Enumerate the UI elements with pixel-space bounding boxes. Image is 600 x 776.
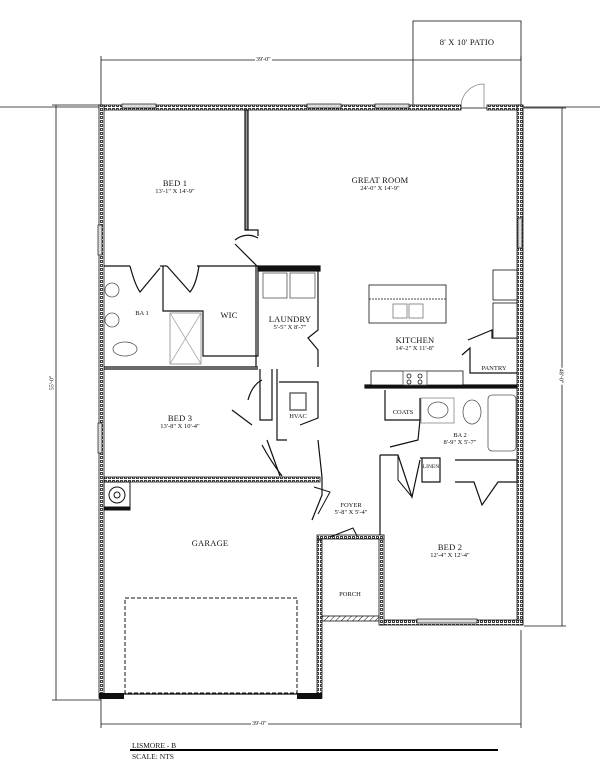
room-garage-name: GARAGE (191, 538, 229, 548)
room-garage: GARAGE (185, 538, 235, 548)
room-patio-name: 8' X 10' PATIO (439, 37, 495, 47)
dim-bottom-width: 39'-0" (251, 721, 268, 727)
room-bed3-dim: 13'-8" X 10'-4" (160, 423, 200, 431)
bath1-fixtures (104, 282, 202, 365)
title-block: LISMORE - B SCALE: NTS (132, 741, 176, 761)
room-patio: 8' X 10' PATIO (413, 37, 521, 47)
room-ba1: BA 1 (130, 310, 154, 317)
laundry-appliances (262, 272, 316, 299)
room-kitchen-dim: 14'-2" X 11'-8" (395, 345, 435, 353)
room-pantry: PANTRY (474, 365, 514, 372)
room-great-room-name: GREAT ROOM (351, 175, 409, 185)
room-bed3: BED 3 13'-8" X 10'-4" (145, 413, 215, 431)
patio-outline (412, 20, 522, 109)
plan-scale: SCALE: NTS (132, 752, 174, 761)
room-foyer: FOYER 5'-8" X 5'-4" (328, 502, 374, 516)
room-laundry: LAUNDRY 5'-5" X 8'-7" (261, 314, 319, 332)
room-bed2: BED 2 12'-4" X 12'-4" (415, 542, 485, 560)
kitchen-counters (370, 269, 518, 386)
room-kitchen: KITCHEN 14'-2" X 11'-8" (385, 335, 445, 353)
dim-left-depth: 55'-0" (49, 374, 56, 392)
room-linen-name: LINEN (422, 464, 440, 470)
dimension-lines (0, 56, 600, 728)
room-coats-name: COATS (392, 409, 414, 416)
room-bed2-dim: 12'-4" X 12'-4" (430, 552, 470, 560)
room-coats: COATS (388, 409, 418, 416)
room-laundry-dim: 5'-5" X 8'-7" (273, 324, 307, 332)
water-heater (103, 481, 131, 511)
room-porch: PORCH (330, 591, 370, 598)
room-ba2-dim: 8'-9" X 5'-7" (443, 439, 477, 447)
room-bed1: BED 1 13'-1" X 14'-9" (135, 178, 215, 196)
kitchen-island (368, 284, 447, 324)
room-bed3-name: BED 3 (167, 413, 193, 423)
room-great-room: GREAT ROOM 24'-0" X 14'-9" (330, 175, 430, 193)
room-hvac-name: HVAC (289, 413, 307, 420)
room-ba2-name: BA 2 (453, 432, 467, 439)
room-great-room-dim: 24'-0" X 14'-9" (360, 185, 400, 193)
bed2-door-swing (397, 455, 413, 498)
hvac-unit (289, 392, 307, 411)
room-pantry-name: PANTRY (481, 365, 507, 372)
windows (97, 103, 523, 624)
dim-right-depth: 48'-0" (557, 367, 564, 385)
room-laundry-name: LAUNDRY (268, 314, 312, 324)
room-ba1-name: BA 1 (135, 310, 149, 317)
room-bed1-name: BED 1 (162, 178, 188, 188)
room-ba2: BA 2 8'-9" X 5'-7" (435, 432, 485, 446)
room-wic: WIC (212, 310, 246, 320)
bath2-fixtures (420, 394, 517, 452)
room-hvac: HVAC (284, 413, 312, 420)
room-bed2-name: BED 2 (437, 542, 463, 552)
patio-door-swing (460, 83, 485, 108)
room-kitchen-name: KITCHEN (395, 335, 435, 345)
interior-walls (104, 109, 518, 535)
room-foyer-name: FOYER (340, 502, 362, 509)
room-porch-name: PORCH (339, 591, 361, 598)
room-bed1-dim: 13'-1" X 14'-9" (155, 188, 195, 196)
room-foyer-dim: 5'-8" X 5'-4" (334, 509, 368, 517)
room-linen: LINEN (422, 464, 440, 470)
dim-top-width: 39'-0" (255, 57, 272, 63)
room-wic-name: WIC (220, 310, 238, 320)
foyer-entry-door (313, 486, 358, 538)
plan-name: LISMORE - B (132, 741, 177, 750)
garage-door-outline (124, 597, 298, 694)
